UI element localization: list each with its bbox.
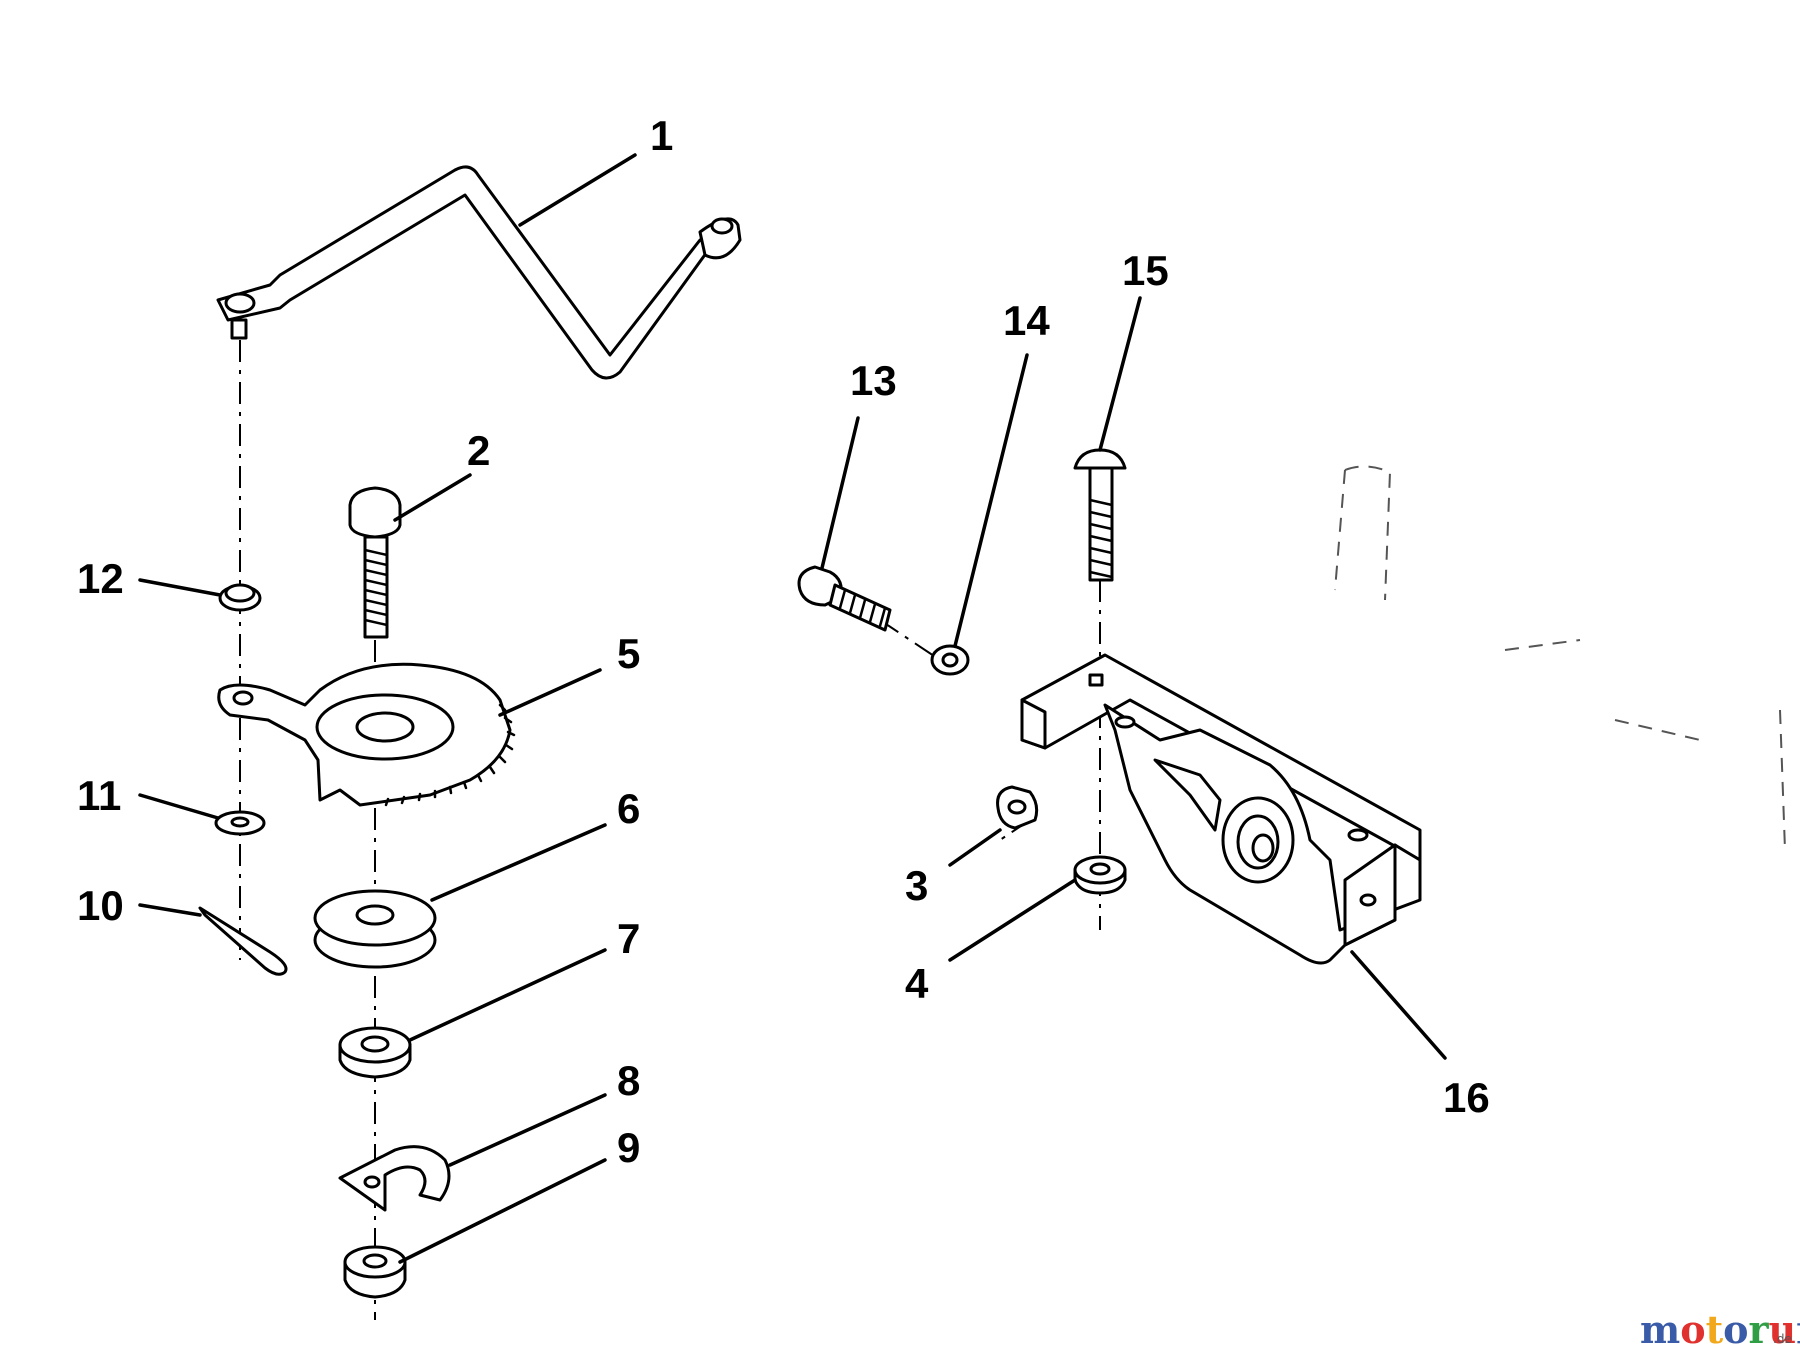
callout-labels: 1 2 3 4 5 6 7 8 9 10 11 12 13 14 15 16 [77, 112, 1490, 1171]
part-3-nut [996, 785, 1039, 830]
leader-5 [498, 668, 602, 717]
leader-13 [820, 416, 860, 570]
leader-9 [398, 1158, 607, 1264]
motoruf-logo: motoruf .de [1640, 1307, 1800, 1352]
callout-11: 11 [77, 772, 121, 819]
part-10-cotter-pin [198, 906, 288, 976]
leader-8 [448, 1093, 607, 1167]
part-12-flange-nut [218, 583, 262, 612]
callout-2: 2 [467, 427, 490, 474]
part-5-sector-plate [217, 662, 516, 807]
leader-14 [953, 353, 1029, 648]
callout-14: 14 [1003, 297, 1050, 344]
callout-13: 13 [850, 357, 897, 404]
part-13-hex-bolt [797, 565, 892, 632]
callout-6: 6 [617, 785, 640, 832]
part-9-hex-nut [343, 1245, 407, 1299]
callout-7: 7 [617, 915, 640, 962]
leader-12 [138, 578, 222, 597]
callout-10: 10 [77, 882, 124, 929]
part-8-clip [338, 1145, 451, 1212]
part-14-washer [930, 644, 970, 676]
part-7-hex-nut [338, 1026, 412, 1079]
leader-10 [138, 903, 202, 917]
callout-1: 1 [650, 112, 673, 159]
part-6-friction-disc [313, 889, 437, 969]
leader-4 [948, 878, 1077, 962]
callout-9: 9 [617, 1124, 640, 1171]
part-4-nut [1073, 855, 1127, 895]
logo-suffix: .de [1773, 1332, 1792, 1346]
ghost-outline [1334, 465, 1786, 851]
part-16-bracket-assembly [1020, 653, 1422, 965]
callout-15: 15 [1122, 247, 1169, 294]
leader-15 [1098, 296, 1142, 452]
callout-4: 4 [905, 960, 929, 1007]
callout-12: 12 [77, 555, 124, 602]
callout-16: 16 [1443, 1074, 1490, 1121]
part-2-hex-bolt [348, 486, 402, 639]
part-11-flat-washer [214, 810, 266, 836]
callout-8: 8 [617, 1057, 640, 1104]
leader-16 [1350, 950, 1447, 1060]
logo-wordmark: motoruf [1640, 1307, 1800, 1352]
leader-6 [430, 823, 607, 902]
leader-3 [948, 828, 1002, 867]
leader-lines [138, 153, 1447, 1264]
leader-11 [138, 793, 220, 820]
part-1-control-rod [216, 165, 742, 380]
leader-2 [393, 473, 472, 522]
leader-7 [408, 948, 607, 1042]
callout-5: 5 [617, 630, 640, 677]
leader-1 [518, 153, 637, 227]
callout-3: 3 [905, 862, 928, 909]
part-15-carriage-bolt [1073, 448, 1127, 582]
